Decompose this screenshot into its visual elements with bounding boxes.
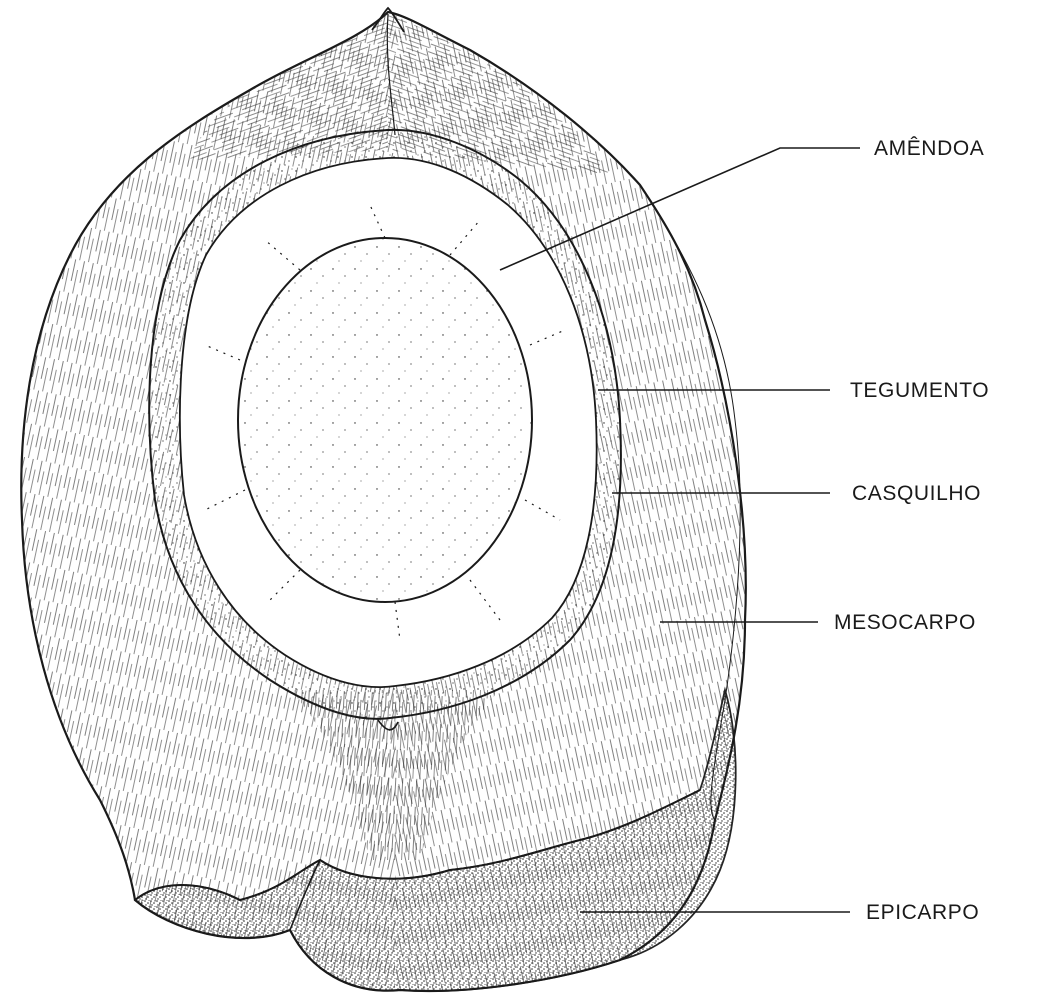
label-epicarpo: EPICARPO	[866, 901, 979, 924]
labels: AMÊNDOA TEGUMENTO CASQUILHO MESOCARPO EP…	[834, 137, 989, 924]
label-casquilho: CASQUILHO	[852, 482, 981, 505]
label-tegumento: TEGUMENTO	[850, 379, 989, 402]
label-mesocarpo: MESOCARPO	[834, 611, 976, 634]
label-amendoa: AMÊNDOA	[874, 137, 984, 160]
kernel-body	[238, 238, 532, 602]
